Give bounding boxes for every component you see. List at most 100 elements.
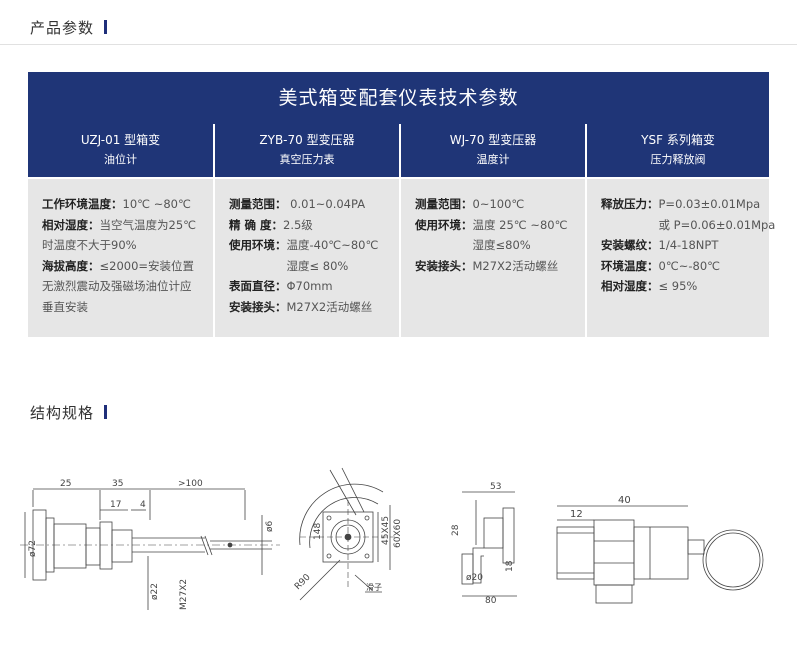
dim-148: 148: [313, 523, 323, 540]
spec-value: 或 P=0.06±0.01Mpa: [658, 217, 776, 232]
spec-column-header: WJ-70 型变压器温度计: [401, 124, 585, 177]
drawing-oil-level-gauge: 25 35 >100 17 4 ø72 ø22 M27X2 ø6: [20, 479, 280, 610]
section-divider: [0, 44, 797, 45]
spec-label: 海拔高度：: [42, 258, 100, 273]
spec-row: 湿度≤ 80%: [229, 256, 399, 277]
dim-r90: R90: [293, 572, 313, 592]
spec-row: 精 确 度：2.5级: [229, 215, 399, 236]
spec-label: 使用环境：: [415, 217, 473, 232]
section-title-structure: 结构规格: [30, 402, 108, 423]
product-model: UZJ-01 型箱变: [80, 133, 161, 147]
product-name: 真空压力表: [279, 153, 335, 166]
spec-value: 无激烈震动及强磁场油位计应: [42, 279, 192, 293]
spec-row: 释放压力：P=0.03±0.01Mpa: [601, 194, 769, 215]
spec-row: 环境温度：0℃~-80℃: [601, 256, 769, 277]
spec-label: 表面直径：: [229, 279, 287, 293]
spec-label: 释放压力：: [601, 197, 659, 211]
spec-column-header: YSF 系列箱变压力释放阀: [587, 124, 769, 177]
dim-22: ø22: [150, 583, 160, 600]
dim-20: ø20: [466, 573, 483, 583]
spec-label: 相对湿度：: [601, 279, 659, 293]
spec-row: 时温度不大于90%: [42, 235, 213, 256]
spec-value: 1/4-18NPT: [658, 238, 719, 252]
dim-80: 80: [485, 596, 497, 606]
spec-row: 使用环境：温度-40℃~80℃: [229, 235, 399, 256]
product-name: 温度计: [476, 153, 510, 166]
spec-column-body: 释放压力：P=0.03±0.01Mpa 或 P=0.06±0.01Mpa 安装螺纹：…: [587, 177, 775, 337]
spec-label: 环境温度：: [601, 258, 659, 273]
spec-row: 无激烈震动及强磁场油位计应: [42, 276, 213, 297]
spec-row: 使用环境：温度 25℃ ~80℃: [415, 215, 585, 236]
dim-m27: M27X2: [179, 579, 189, 610]
dim-4: 4: [140, 500, 146, 510]
drawing-pressure-gauge: 148 45X45 60X60 R90 滑子: [293, 467, 403, 601]
spec-table: 美式箱变配套仪表技术参数 UZJ-01 型箱变油位计工作环境温度：10℃ ~80…: [28, 72, 775, 337]
dim-60x60: 60X60: [393, 519, 403, 548]
title-accent-bar: [104, 405, 108, 419]
spec-label: 相对湿度：: [42, 217, 100, 232]
spec-value: 温度 25℃ ~80℃: [472, 217, 568, 232]
spec-label: 安装接头：: [415, 258, 473, 273]
spec-column-header: UZJ-01 型箱变油位计: [28, 124, 213, 177]
spec-row: 垂直安装: [42, 297, 213, 318]
dim-6: ø6: [265, 520, 275, 532]
spec-value: P=0.03±0.01Mpa: [658, 197, 761, 211]
spec-value: M27X2活动螺丝: [472, 258, 559, 273]
section-title-params: 产品参数: [30, 17, 108, 38]
product-model: ZYB-70 型变压器: [259, 133, 355, 147]
spec-label: 测量范围：: [229, 197, 287, 211]
spec-value: ≤ 95%: [658, 279, 698, 293]
product-name: 压力释放阀: [650, 153, 706, 166]
spec-row: 安装接头：M27X2活动螺丝: [415, 256, 585, 277]
title-accent-bar: [104, 20, 108, 34]
drawing-relief-valve: 40 12: [556, 495, 764, 604]
dim-17: 17: [110, 500, 121, 510]
spec-column-body: 测量范围：0~100℃ 使用环境：温度 25℃ ~80℃ 湿度≤80% 安装接头：M2…: [401, 177, 585, 337]
drawing-thermometer: 53 28 18 ø20 80: [451, 482, 517, 606]
label-slider: 滑子: [366, 582, 382, 592]
spec-label: 使用环境：: [229, 238, 287, 252]
dim-28: 28: [451, 524, 461, 536]
spec-value: 湿度≤80%: [472, 238, 531, 252]
spec-table-title: 美式箱变配套仪表技术参数: [28, 72, 769, 124]
spec-value: 垂直安装: [42, 299, 88, 314]
product-model: WJ-70 型变压器: [449, 133, 537, 147]
dim-18: 18: [505, 560, 515, 572]
dim-25: 25: [60, 479, 71, 489]
spec-column: YSF 系列箱变压力释放阀释放压力：P=0.03±0.01Mpa 或 P=0.06…: [585, 124, 775, 337]
spec-value: 2.5级: [283, 217, 313, 232]
dim-35: 35: [112, 479, 123, 489]
product-name: 油位计: [104, 153, 137, 166]
spec-value: 温度-40℃~80℃: [286, 238, 379, 252]
dim-12: 12: [570, 509, 583, 520]
dim-72: ø72: [28, 540, 38, 557]
spec-row: 表面直径：Φ70mm: [229, 276, 399, 297]
spec-value: 0~100℃: [472, 197, 525, 211]
spec-value: 当空气温度为25℃: [99, 217, 197, 232]
spec-row: 测量范围： 0.01~0.04PA: [229, 194, 399, 215]
spec-value: 0.01~0.04PA: [286, 197, 366, 211]
spec-column: WJ-70 型变压器温度计测量范围：0~100℃ 使用环境：温度 25℃ ~80℃…: [399, 124, 585, 337]
spec-label: 测量范围：: [415, 197, 473, 211]
spec-row: 相对湿度：当空气温度为25℃: [42, 215, 213, 236]
spec-value: 0℃~-80℃: [658, 258, 721, 273]
spec-value: 湿度≤ 80%: [286, 258, 349, 273]
spec-row: 海拔高度：≤2000=安装位置: [42, 256, 213, 277]
spec-label: 工作环境温度：: [42, 197, 123, 211]
product-model: YSF 系列箱变: [641, 133, 715, 147]
spec-value: 10℃ ~80℃: [122, 197, 191, 211]
spec-value: 时温度不大于90%: [42, 238, 137, 252]
dim-40: 40: [618, 495, 631, 506]
spec-row: 湿度≤80%: [415, 235, 585, 256]
spec-label: 精 确 度：: [229, 217, 284, 232]
spec-row: 安装螺纹：1/4-18NPT: [601, 235, 769, 256]
spec-value: ≤2000=安装位置: [99, 258, 195, 273]
spec-label: 安装接头：: [229, 299, 287, 314]
spec-row: 工作环境温度：10℃ ~80℃: [42, 194, 213, 215]
spec-column-header: ZYB-70 型变压器真空压力表: [215, 124, 399, 177]
dim-53: 53: [490, 482, 501, 492]
